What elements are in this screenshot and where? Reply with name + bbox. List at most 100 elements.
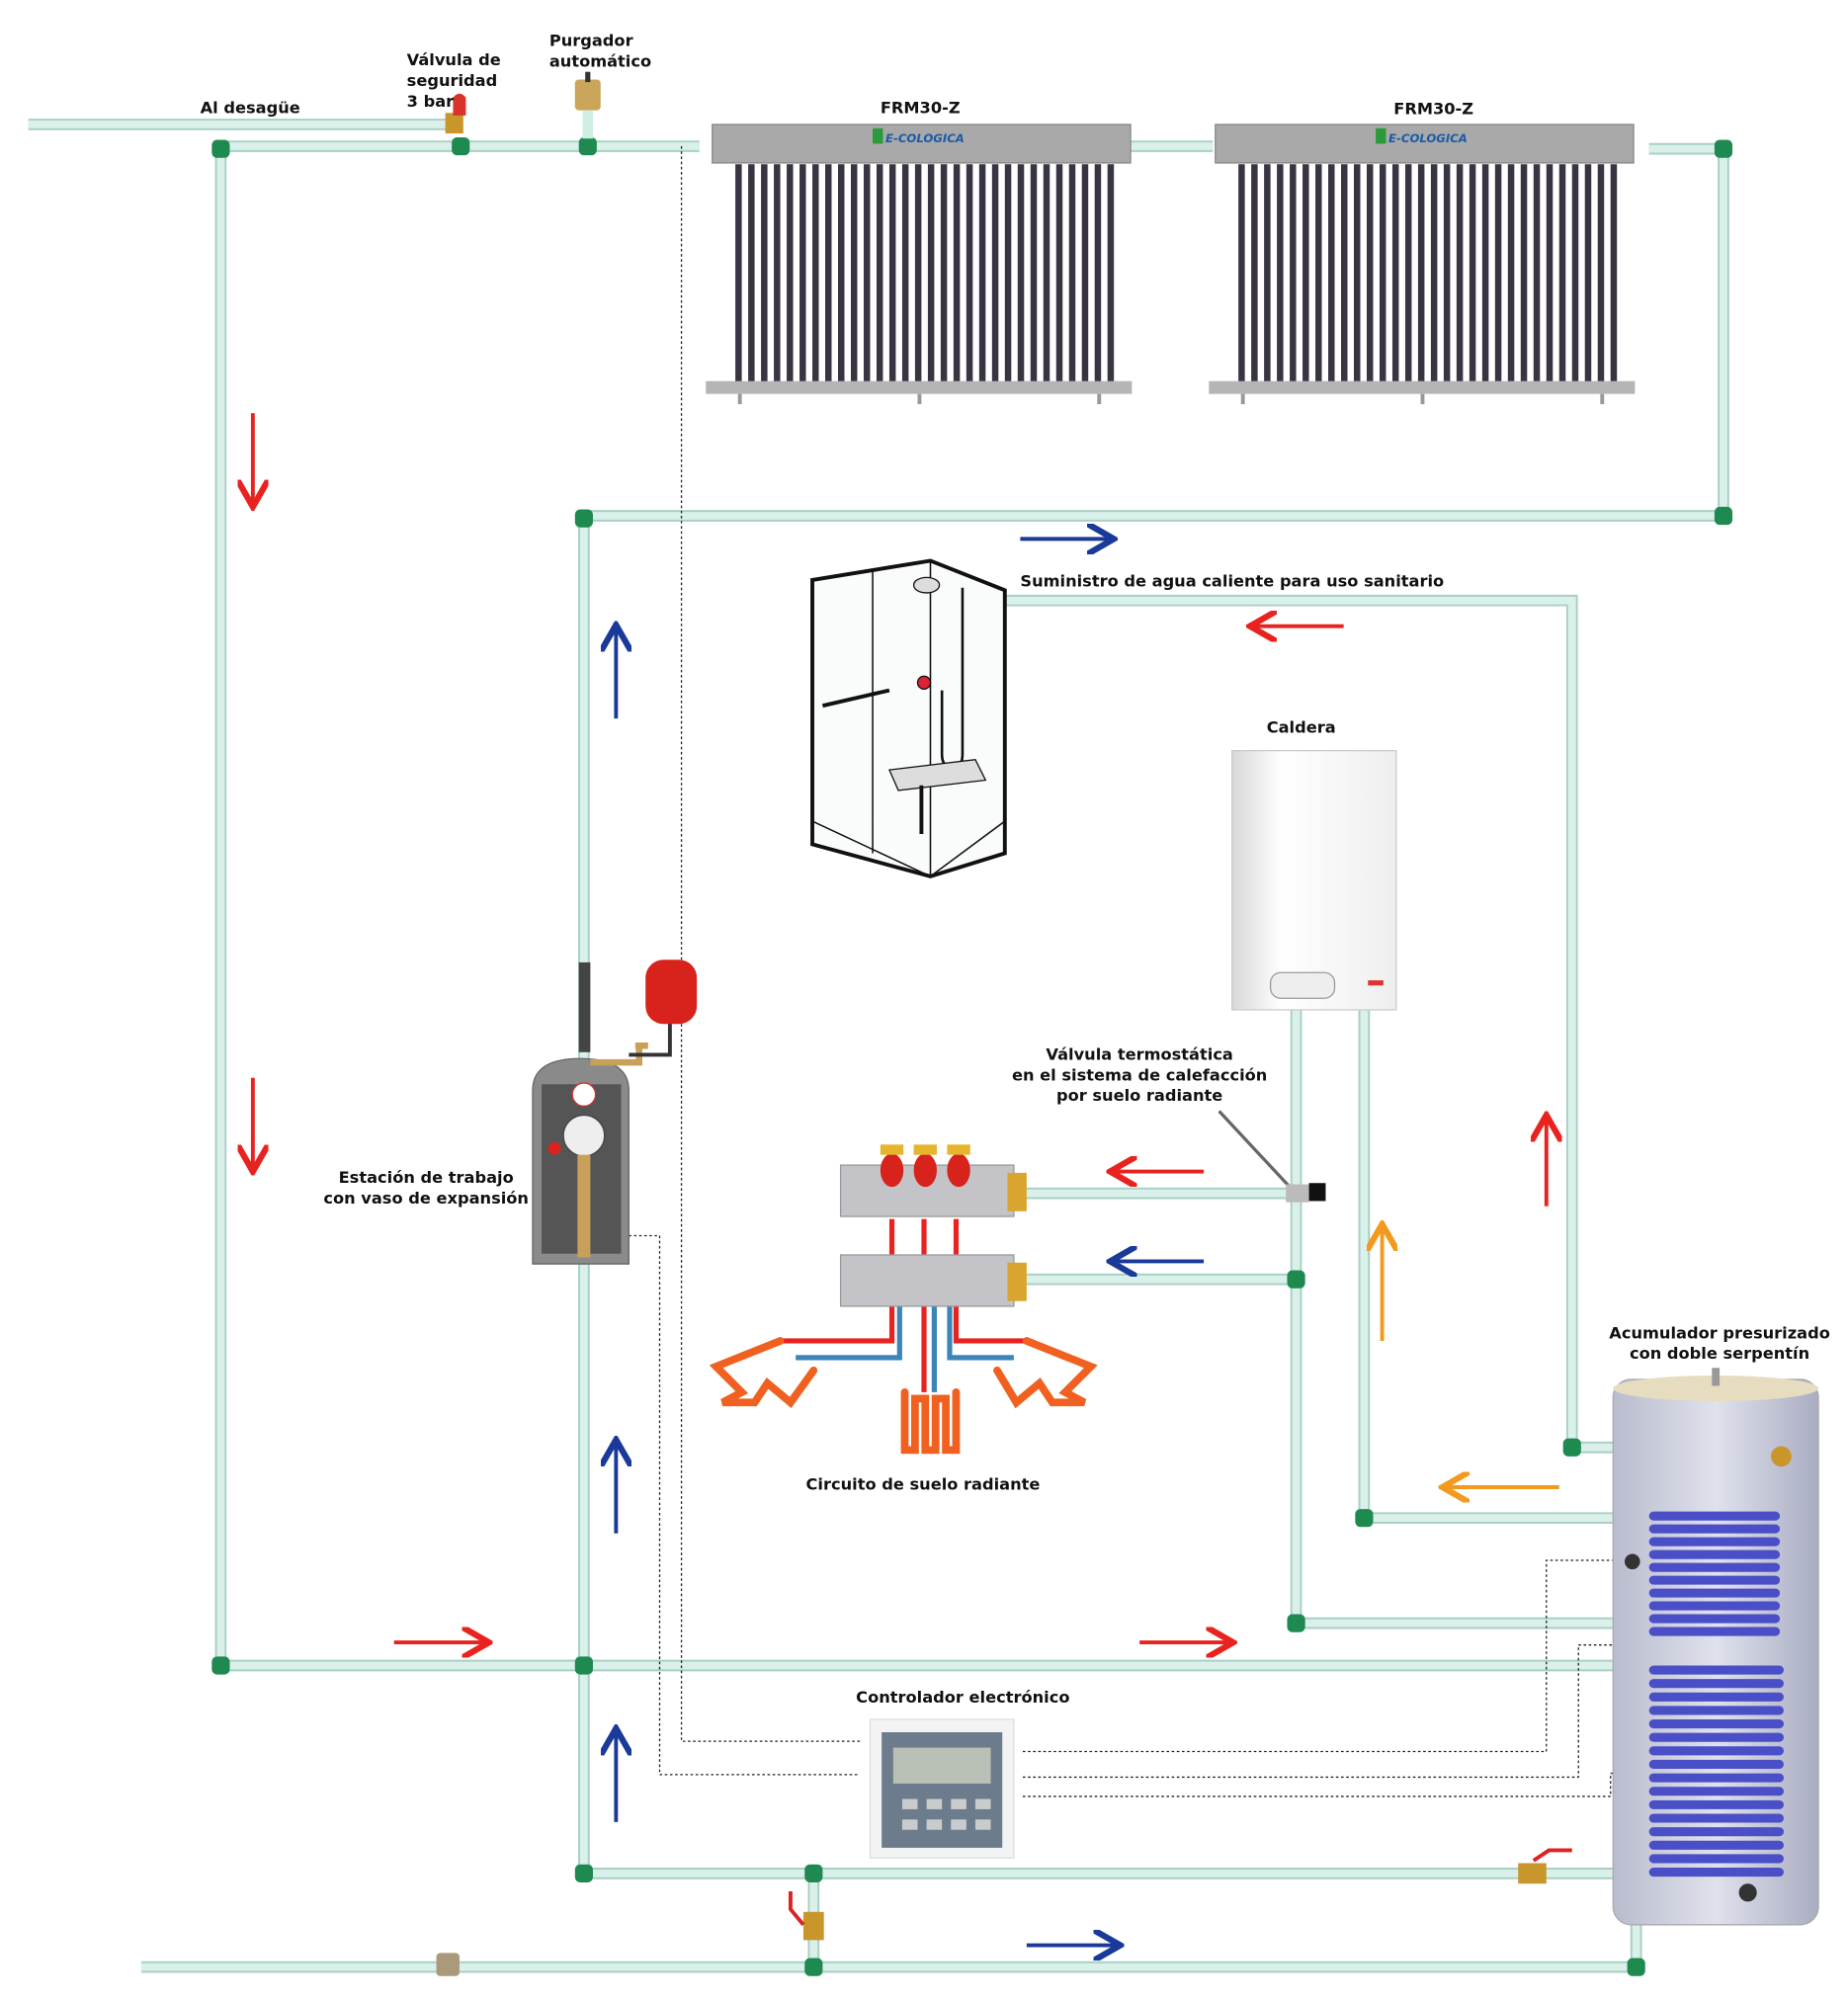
- controller-label: Controlador electrónico: [856, 1688, 1069, 1707]
- heat-coil-lower: [1648, 1665, 1785, 1675]
- pipe-fitting: [574, 1864, 593, 1882]
- vacuum-tube: [850, 164, 858, 382]
- pipe-fitting: [1714, 506, 1733, 526]
- heat-coil-lower: [1648, 1854, 1785, 1864]
- vacuum-tube: [991, 164, 999, 382]
- shower-cabin-icon: [810, 558, 1007, 878]
- collector-leg: [1600, 393, 1605, 405]
- floor-heating-loops-icon: [709, 1337, 1098, 1455]
- vacuum-tube: [1354, 164, 1361, 382]
- heat-coil-upper: [1648, 1575, 1781, 1585]
- vacuum-tube: [1264, 164, 1271, 382]
- vacuum-tube: [914, 164, 922, 382]
- vacuum-tube: [1315, 164, 1322, 382]
- heat-coil-lower: [1648, 1679, 1785, 1689]
- vacuum-tube: [1584, 164, 1592, 382]
- vacuum-tube: [1469, 164, 1476, 382]
- pipe-highlight: [140, 1892, 1640, 1971]
- ball-valve-icon: [436, 1848, 1572, 1976]
- pipe-fitting: [1627, 1958, 1645, 1976]
- pipe-fitting: [574, 1656, 593, 1675]
- vacuum-tube: [837, 164, 845, 382]
- vacuum-tube: [1081, 164, 1089, 382]
- expansion-vessel-icon: [645, 960, 698, 1025]
- vacuum-tube: [1456, 164, 1464, 382]
- heat-coil-lower: [1648, 1706, 1785, 1715]
- vacuum-tube: [1379, 164, 1386, 382]
- vacuum-tube: [1404, 164, 1412, 382]
- solar-collector-1: E-COLOGICA: [706, 124, 1133, 405]
- heat-coil-lower: [1648, 1732, 1785, 1742]
- drain-label: Al desagüe: [201, 98, 300, 117]
- vacuum-tube: [1520, 164, 1528, 382]
- collector-frame: [1209, 380, 1636, 394]
- pipes: [28, 119, 1733, 1976]
- vacuum-tube: [1391, 164, 1399, 382]
- heat-coil-upper: [1648, 1588, 1781, 1598]
- vacuum-tube: [1341, 164, 1348, 382]
- vacuum-tube: [1277, 164, 1284, 382]
- vacuum-tube: [1597, 164, 1605, 382]
- pipe-fitting: [574, 509, 593, 528]
- vacuum-tube: [1558, 164, 1566, 382]
- safety-valve-icon: [445, 93, 466, 134]
- heat-coil-upper: [1648, 1537, 1781, 1546]
- heat-coil-upper: [1648, 1601, 1781, 1611]
- storage-tank-icon: [1612, 1368, 1819, 1926]
- vacuum-tube: [876, 164, 883, 382]
- floor-heating-manifold-icon: [780, 1144, 1027, 1392]
- heat-coil-lower: [1648, 1799, 1785, 1809]
- pipe-fitting: [804, 1864, 823, 1882]
- solar-collector-2: E-COLOGICA: [1209, 124, 1636, 405]
- heat-coil-lower: [1648, 1759, 1785, 1770]
- pipe-fitting: [1355, 1509, 1374, 1528]
- heat-coil-lower: [1648, 1827, 1785, 1837]
- vacuum-tube: [863, 164, 871, 382]
- vacuum-tube: [748, 164, 755, 382]
- vacuum-tube: [1107, 164, 1115, 382]
- vacuum-tube: [825, 164, 832, 382]
- vacuum-tube: [787, 164, 794, 382]
- vacuum-tube: [1507, 164, 1515, 382]
- vacuum-tube: [1251, 164, 1258, 382]
- pipe: [140, 1892, 1642, 1973]
- pipe-fitting: [1562, 1438, 1581, 1457]
- boiler-icon: [1230, 749, 1397, 1011]
- heat-coil-upper: [1648, 1627, 1781, 1636]
- heat-coil-upper: [1648, 1562, 1781, 1572]
- pipe-highlight: [1004, 596, 1631, 1452]
- heat-coil-lower: [1648, 1746, 1785, 1756]
- pipe-fitting: [211, 139, 230, 158]
- vacuum-tube: [799, 164, 806, 382]
- pipe-fitting: [1287, 1614, 1305, 1632]
- vacuum-tube: [940, 164, 948, 382]
- vacuum-tube: [1546, 164, 1554, 382]
- heat-coil-upper: [1648, 1549, 1781, 1559]
- collector-frame: [706, 380, 1133, 394]
- vacuum-tube: [774, 164, 781, 382]
- collector-header: [1215, 124, 1635, 164]
- vacuum-tube: [1494, 164, 1502, 382]
- pipe-fitting: [1714, 139, 1733, 158]
- sensor-wires: [629, 146, 1669, 1797]
- vacuum-tube: [1290, 164, 1297, 382]
- vacuum-tube: [901, 164, 909, 382]
- collector-header: [712, 124, 1132, 164]
- heat-coil-lower: [1648, 1813, 1785, 1823]
- collector-leg: [737, 393, 742, 405]
- heat-coil-upper: [1648, 1614, 1781, 1624]
- pipe-fitting: [804, 1958, 823, 1976]
- heat-coil-lower: [1648, 1787, 1785, 1796]
- vacuum-tube: [1055, 164, 1063, 382]
- vacuum-tube: [1443, 164, 1451, 382]
- heat-coil-upper: [1648, 1511, 1781, 1521]
- vacuum-tube: [927, 164, 935, 382]
- collector-leg: [1240, 393, 1245, 405]
- vacuum-tube: [1417, 164, 1425, 382]
